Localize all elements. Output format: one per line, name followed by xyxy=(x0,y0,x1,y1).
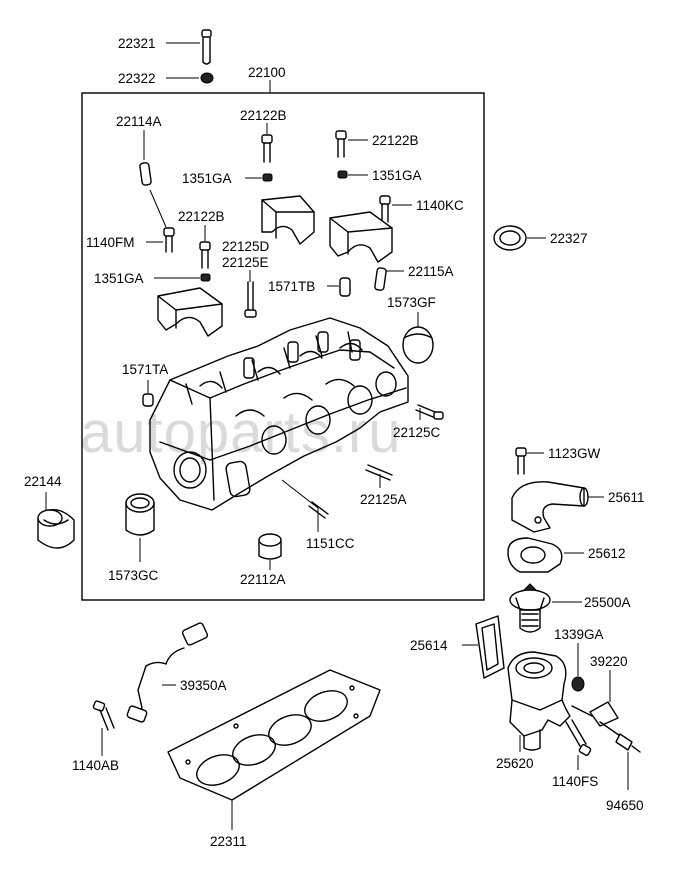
label-25614: 25614 xyxy=(410,638,448,653)
bearing-cap-right xyxy=(329,211,393,263)
label-39350A: 39350A xyxy=(180,678,227,693)
nut-1339GA xyxy=(571,676,585,692)
plug-1573GF xyxy=(402,326,434,364)
label-1123GW: 1123GW xyxy=(548,446,601,461)
label-22114A: 22114A xyxy=(116,114,162,129)
stud-22125A xyxy=(365,464,393,481)
watermark: autoparts.ru xyxy=(80,400,402,465)
label-1351GA-c: 1351GA xyxy=(94,271,144,286)
bolt-1140FS xyxy=(565,719,592,756)
bolt-1140KC xyxy=(379,195,391,223)
label-25611: 25611 xyxy=(608,490,645,505)
label-22122B-b: 22122B xyxy=(372,133,419,148)
label-22115A: 22115A xyxy=(408,264,454,279)
seal-22144 xyxy=(37,509,75,549)
bolt-1123GW xyxy=(515,447,527,475)
label-22322: 22322 xyxy=(118,71,156,86)
label-22125A: 22125A xyxy=(360,492,407,507)
label-25500A: 25500A xyxy=(584,595,631,610)
label-1140FM: 1140FM xyxy=(86,235,135,250)
label-1573GC: 1573GC xyxy=(108,568,159,583)
bushing-22112A xyxy=(258,533,282,560)
gasket-22327 xyxy=(493,225,527,251)
dowel-1571TB xyxy=(339,277,351,297)
label-22321: 22321 xyxy=(118,36,156,51)
label-39220: 39220 xyxy=(590,654,628,669)
bolt-22122B-a xyxy=(261,134,273,163)
label-1140AB: 1140AB xyxy=(72,758,119,773)
label-1573GF: 1573GF xyxy=(387,295,436,310)
cylinder-head-22100 xyxy=(149,317,409,511)
gasket-25614 xyxy=(475,615,505,679)
thermostat-25500A xyxy=(509,583,551,633)
thermostat-housing-25620 xyxy=(507,651,571,751)
label-22100: 22100 xyxy=(248,65,286,80)
bolt-1140FM xyxy=(163,227,175,253)
label-1351GA-b: 1351GA xyxy=(372,168,422,183)
label-22122B-c: 22122B xyxy=(178,209,225,224)
water-outlet-fitting-25611 xyxy=(511,481,589,533)
nut-1351GA-c xyxy=(200,273,211,282)
label-1351GA-a: 1351GA xyxy=(182,171,232,186)
bearing-cap-front xyxy=(157,287,223,337)
label-22122B-a: 22122B xyxy=(240,108,287,123)
label-1339GA: 1339GA xyxy=(554,627,604,642)
stud-22125D xyxy=(244,281,257,318)
sender-94650 xyxy=(599,721,641,753)
label-22144: 22144 xyxy=(24,474,62,489)
stud-22125C xyxy=(415,404,444,420)
label-22327: 22327 xyxy=(550,231,588,246)
label-1571TA: 1571TA xyxy=(122,362,168,377)
nut-1351GA-a xyxy=(262,173,273,182)
label-1151CC: 1151CC xyxy=(306,536,355,551)
bearing-cap-left xyxy=(261,195,315,245)
gasket-25612 xyxy=(507,537,563,573)
bolt-22122B-b xyxy=(335,130,347,158)
stud-1151CC xyxy=(308,501,329,519)
pin-22114A xyxy=(139,162,152,186)
bolt-1140AB xyxy=(92,700,115,731)
label-22112A: 22112A xyxy=(240,572,286,587)
head-gasket-22311 xyxy=(167,669,381,801)
label-22125C: 22125C xyxy=(393,425,441,440)
label-22311: 22311 xyxy=(210,834,247,849)
label-1571TB: 1571TB xyxy=(268,279,315,294)
label-22125D: 22125D xyxy=(222,239,270,254)
bolt-22321 xyxy=(201,29,212,65)
label-1140KC: 1140KC xyxy=(416,198,464,213)
nut-1351GA-b xyxy=(337,170,348,179)
washer-22322 xyxy=(200,72,214,84)
seal-1573GC xyxy=(125,493,155,536)
pin-22115A xyxy=(374,267,387,291)
sensor-39220 xyxy=(571,701,619,727)
bolt-22122B-c xyxy=(199,241,211,269)
dowel-1571TA xyxy=(142,393,154,407)
crank-sensor-39350A xyxy=(126,622,209,723)
label-25612: 25612 xyxy=(588,546,626,561)
label-1140FS: 1140FS xyxy=(552,774,598,789)
label-22125E: 22125E xyxy=(222,255,269,270)
label-25620: 25620 xyxy=(496,756,534,771)
cylinder-head-assembly-frame xyxy=(81,92,485,601)
label-94650: 94650 xyxy=(606,798,644,813)
